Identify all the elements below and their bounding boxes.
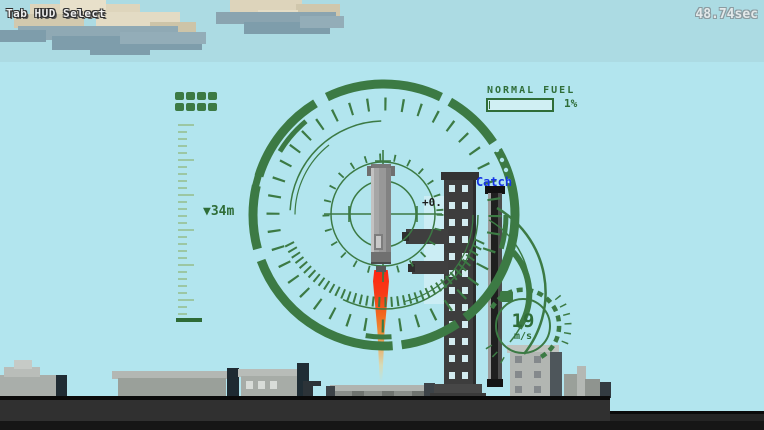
pad-bracket [303, 381, 313, 398]
small-dark-block [600, 382, 611, 398]
building-ziggurat-mid [4, 367, 40, 377]
catch-rail-foot [487, 379, 503, 387]
speed-value: 19 [511, 310, 535, 332]
rocket-interstage [371, 252, 391, 264]
cloud-pixel [0, 30, 46, 42]
small-block [564, 374, 580, 398]
hud-dot [175, 92, 184, 100]
building-c-roof [238, 369, 302, 377]
tower-lattice [444, 180, 476, 390]
cloud-pixel [120, 32, 206, 44]
hud-tab-select-label: Tab HUD Select [6, 7, 106, 20]
fuel-label: NORMAL FUEL [487, 85, 576, 96]
hud-dot [186, 103, 195, 111]
altitude-ruler-major-ticks [178, 124, 194, 320]
speed-tick-fan-right [554, 294, 572, 351]
timer-text: 48.74sec [695, 7, 758, 22]
cloud-pixel [60, 0, 106, 10]
landing-pad-lip-left [326, 386, 335, 398]
altitude-ruler-ground-mark [176, 318, 202, 322]
fuel-fill [489, 101, 490, 109]
rocket-engine [376, 266, 386, 272]
hud-dot [197, 92, 206, 100]
catch-rail-body [488, 193, 502, 383]
tower-base-plate [430, 393, 486, 398]
tower-arm-upper [406, 229, 448, 244]
hud-dot [208, 92, 217, 100]
dark-post [56, 375, 67, 398]
building-ziggurat [0, 375, 56, 398]
fuel-bar [486, 98, 554, 112]
building-d [510, 352, 550, 398]
ground-bottom-strip [0, 421, 764, 430]
hud-dot [186, 92, 195, 100]
fuel-percent: 1% [564, 97, 578, 110]
tower-arm-upper-notch [402, 232, 409, 241]
dark-post [227, 368, 239, 398]
drift-readout: +0. [422, 196, 442, 209]
rocket-flame [373, 270, 389, 382]
building-d-dark-wing [550, 352, 562, 398]
cloud-pixel [230, 0, 302, 12]
tower-arm-lower-notch [408, 264, 415, 272]
tower-steam-band [424, 196, 444, 304]
landing-pad-lip-right [424, 383, 435, 398]
building-c-windows [246, 381, 280, 389]
building-ziggurat-top [14, 360, 32, 369]
speed-unit: m/s [513, 331, 533, 342]
cloud-pixel [90, 46, 150, 55]
catch-label: Catch [475, 175, 513, 189]
hud-dot [175, 103, 184, 111]
rocket-mid-highlight [376, 236, 381, 248]
tower-arm-lower [412, 261, 448, 274]
building-b [118, 378, 226, 398]
landing-pad-top [330, 385, 432, 392]
building-b-roof [112, 371, 232, 379]
small-tower [577, 366, 586, 398]
cloud-pixel [300, 16, 344, 28]
ring-notches [252, 101, 316, 188]
small-block [585, 379, 600, 398]
hud-dot [208, 103, 217, 111]
landing-pad-front [334, 391, 428, 398]
hud-dot [197, 103, 206, 111]
altitude-readout: ▼34m [203, 204, 235, 219]
cloud-pixel [14, 14, 84, 28]
